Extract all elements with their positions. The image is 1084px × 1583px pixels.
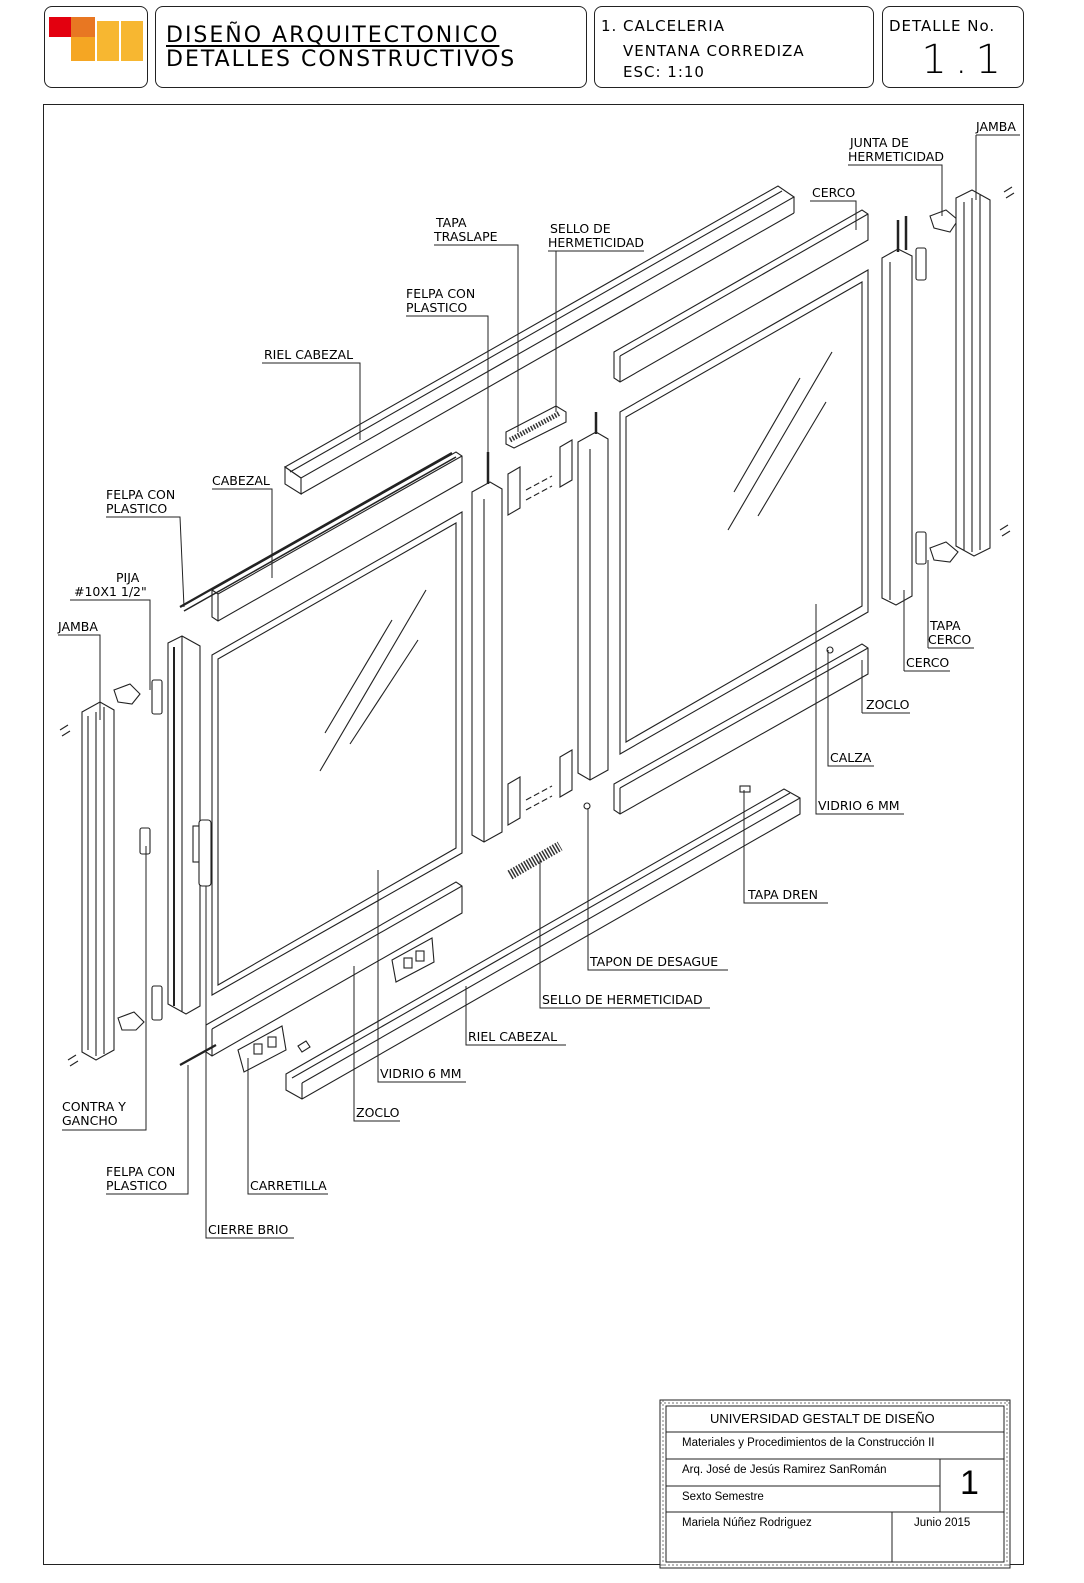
label-junta-1: JUNTA DE xyxy=(849,135,909,150)
label-carretilla: CARRETILLA xyxy=(250,1178,327,1193)
traslape-left-part xyxy=(471,452,553,843)
label-jamba-right: JAMBA xyxy=(975,119,1016,134)
label-riel-cabezal-top: RIEL CABEZAL xyxy=(264,347,353,362)
glass-left-part xyxy=(211,511,463,996)
item-name: VENTANA CORREDIZA xyxy=(623,42,805,60)
cabezal-part xyxy=(211,451,463,622)
tb-course: Materiales y Procedimientos de la Constr… xyxy=(682,1437,935,1449)
tb-professor: Arq. José de Jesús Ramirez SanRomán xyxy=(682,1464,887,1476)
label-contra-2: GANCHO xyxy=(62,1113,118,1128)
title-block-frame xyxy=(659,1399,1011,1569)
label-vidrio-right: VIDRIO 6 MM xyxy=(818,798,900,813)
label-riel-cabezal-bottom: RIEL CABEZAL xyxy=(468,1029,557,1044)
sello-top-part xyxy=(505,405,567,449)
traslape-right-part xyxy=(559,412,609,798)
tb-date: Junio 2015 xyxy=(914,1517,971,1529)
tapa-dren-part xyxy=(739,785,751,793)
label-junta-2: HERMETICIDAD xyxy=(848,149,944,164)
label-contra-1: CONTRA Y xyxy=(62,1099,126,1114)
title-box: DISEÑO ARQUITECTONICO DETALLES CONSTRUCT… xyxy=(155,6,587,88)
title-line-1: DISEÑO ARQUITECTONICO xyxy=(166,23,500,48)
label-calza: CALZA xyxy=(830,750,872,765)
label-vidrio-left: VIDRIO 6 MM xyxy=(380,1066,462,1081)
label-sello-top-1: SELLO DE xyxy=(550,221,611,236)
label-sello-bottom: SELLO DE HERMETICIDAD xyxy=(542,992,703,1007)
tb-student: Mariela Núñez Rodriguez xyxy=(682,1517,812,1529)
tb-sheet-number: 1 xyxy=(960,1464,979,1502)
label-tapa-traslape-2: TRASLAPE xyxy=(433,229,498,244)
title-line-2: DETALLES CONSTRUCTIVOS xyxy=(166,47,517,72)
glass-right-part xyxy=(619,269,869,755)
sash-left-stile xyxy=(167,635,212,1015)
label-tapa-cerco-1: TAPA xyxy=(929,618,961,633)
contra-gancho-part xyxy=(113,679,163,1031)
calza-part xyxy=(826,646,834,654)
scale: ESC: 1:10 xyxy=(623,63,705,81)
riel-cabezal-top-part xyxy=(283,185,796,495)
riel-cabezal-bottom-part xyxy=(285,788,801,1100)
sello-bottom-part xyxy=(507,841,563,880)
tb-university: UNIVERSIDAD GESTALT DE DISEÑO xyxy=(710,1411,935,1426)
label-zoclo-left: ZOCLO xyxy=(356,1105,400,1120)
logo-icon xyxy=(49,17,145,61)
label-jamba-left: JAMBA xyxy=(57,619,98,634)
cerco-right-part xyxy=(881,216,913,606)
cabezal-right-part xyxy=(613,209,869,383)
detail-label: DETALLE No. xyxy=(889,17,996,35)
label-cerco-top: CERCO xyxy=(812,185,855,200)
tapon-desague-part xyxy=(583,802,591,810)
label-cabezal: CABEZAL xyxy=(212,473,270,488)
label-felpa-mid-2: PLASTICO xyxy=(406,300,467,315)
label-felpa-bottom-2: PLASTICO xyxy=(106,1178,167,1193)
felpa-strip-left xyxy=(179,452,457,612)
label-zoclo-right: ZOCLO xyxy=(866,697,910,712)
label-felpa-left-1: FELPA CON xyxy=(106,487,175,502)
jamba-left-part xyxy=(59,701,115,1067)
detail-number: 1.1 xyxy=(921,37,1009,83)
jamba-right-part xyxy=(955,186,1015,557)
logo-box xyxy=(44,6,148,88)
tapa-cerco-part xyxy=(915,209,959,565)
label-sello-top-2: HERMETICIDAD xyxy=(548,235,644,250)
detail-box: DETALLE No. 1.1 xyxy=(882,6,1024,88)
label-cerco-right: CERCO xyxy=(906,655,949,670)
label-tapon-desague: TAPON DE DESAGUE xyxy=(589,954,718,969)
section-name: CALCELERIA xyxy=(623,17,725,35)
label-tapa-cerco-2: CERCO xyxy=(928,632,971,647)
tb-semester: Sexto Semestre xyxy=(682,1491,764,1503)
label-pija-1: PIJA xyxy=(116,570,140,585)
label-felpa-mid-1: FELPA CON xyxy=(406,286,475,301)
carretilla-part xyxy=(237,937,435,1073)
zoclo-right-part xyxy=(613,643,869,815)
felpa-strip-bottom xyxy=(179,1044,217,1066)
label-pija-2: #10X1 1/2" xyxy=(74,584,147,599)
label-cierre-brio: CIERRE BRIO xyxy=(208,1222,289,1237)
label-tapa-traslape-1: TAPA xyxy=(435,215,467,230)
label-tapa-dren: TAPA DREN xyxy=(747,887,818,902)
label-felpa-left-2: PLASTICO xyxy=(106,501,167,516)
section-number: 1. xyxy=(601,17,618,35)
label-felpa-bottom-1: FELPA CON xyxy=(106,1164,175,1179)
section-box: 1. CALCELERIA VENTANA CORREDIZA ESC: 1:1… xyxy=(594,6,874,88)
